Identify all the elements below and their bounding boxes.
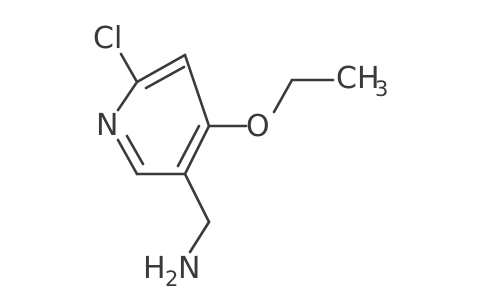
methyl-subscript: 3 bbox=[375, 77, 388, 101]
amine-group-label: H 2 N bbox=[143, 251, 200, 291]
bond-set bbox=[116, 52, 335, 254]
amine-prefix: H bbox=[143, 251, 166, 286]
amine-suffix: N bbox=[178, 251, 200, 286]
bond-c4-c3-inner bbox=[176, 124, 201, 168]
atom-chlorine-label: Cl bbox=[93, 21, 122, 56]
bond-c4-c3 bbox=[183, 124, 211, 176]
amine-subscript: 2 bbox=[165, 267, 178, 291]
bond-c2-n bbox=[116, 138, 139, 176]
bond-ch2-nh2 bbox=[188, 220, 211, 254]
bond-o-ch2 bbox=[272, 78, 294, 114]
bond-cl-c6 bbox=[119, 52, 139, 84]
bond-c6-c5-inner bbox=[144, 65, 186, 90]
bond-n-c6 bbox=[116, 80, 139, 112]
bond-c5-c4 bbox=[183, 53, 211, 128]
methyl-group-label: CH 3 bbox=[336, 61, 388, 101]
methyl-prefix: CH bbox=[336, 61, 380, 96]
bond-c6-c5 bbox=[135, 53, 187, 84]
bond-c2-n-inner bbox=[125, 134, 145, 166]
atom-oxygen-label: O bbox=[246, 109, 270, 144]
atom-nitrogen-label: N bbox=[96, 108, 118, 143]
bond-c3-ch2 bbox=[183, 172, 211, 224]
